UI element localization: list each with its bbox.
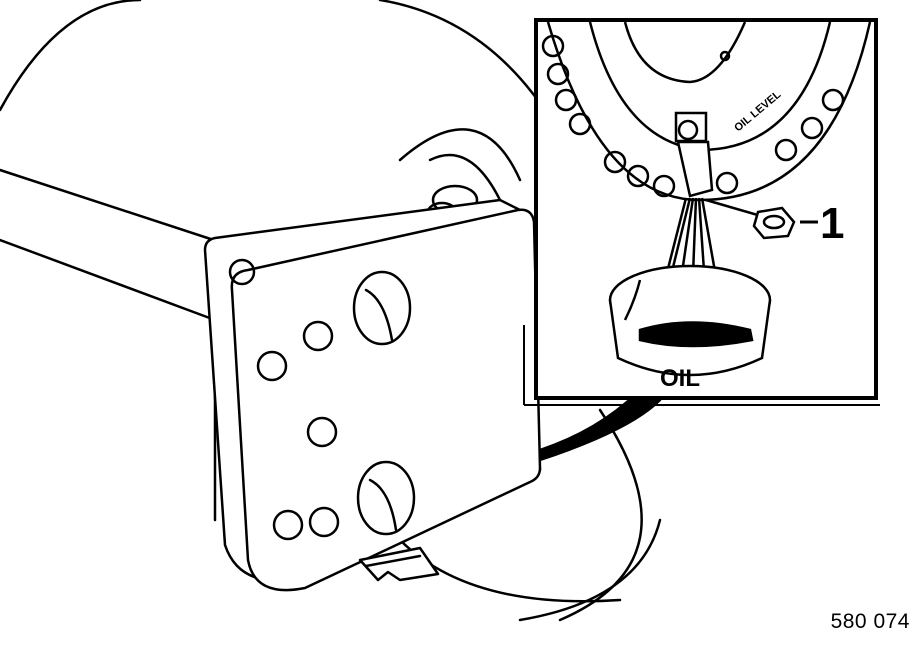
drain-plug-icon	[752, 206, 796, 240]
flange-holes	[228, 258, 416, 541]
figure-reference-number: 580 074	[830, 610, 910, 633]
oil-drain-inset: OIL LEVEL 1 OIL	[523, 18, 880, 406]
callout-number: 1	[820, 199, 844, 248]
drain-plug-housing	[674, 111, 714, 198]
axle-beam	[0, 168, 234, 522]
hub-bolts	[541, 34, 845, 198]
oil-container-label: OIL	[660, 365, 700, 392]
oil-container	[608, 264, 772, 377]
drum-shadow	[538, 388, 662, 462]
inset-frame	[534, 18, 878, 400]
mounting-flange-front	[230, 208, 542, 592]
